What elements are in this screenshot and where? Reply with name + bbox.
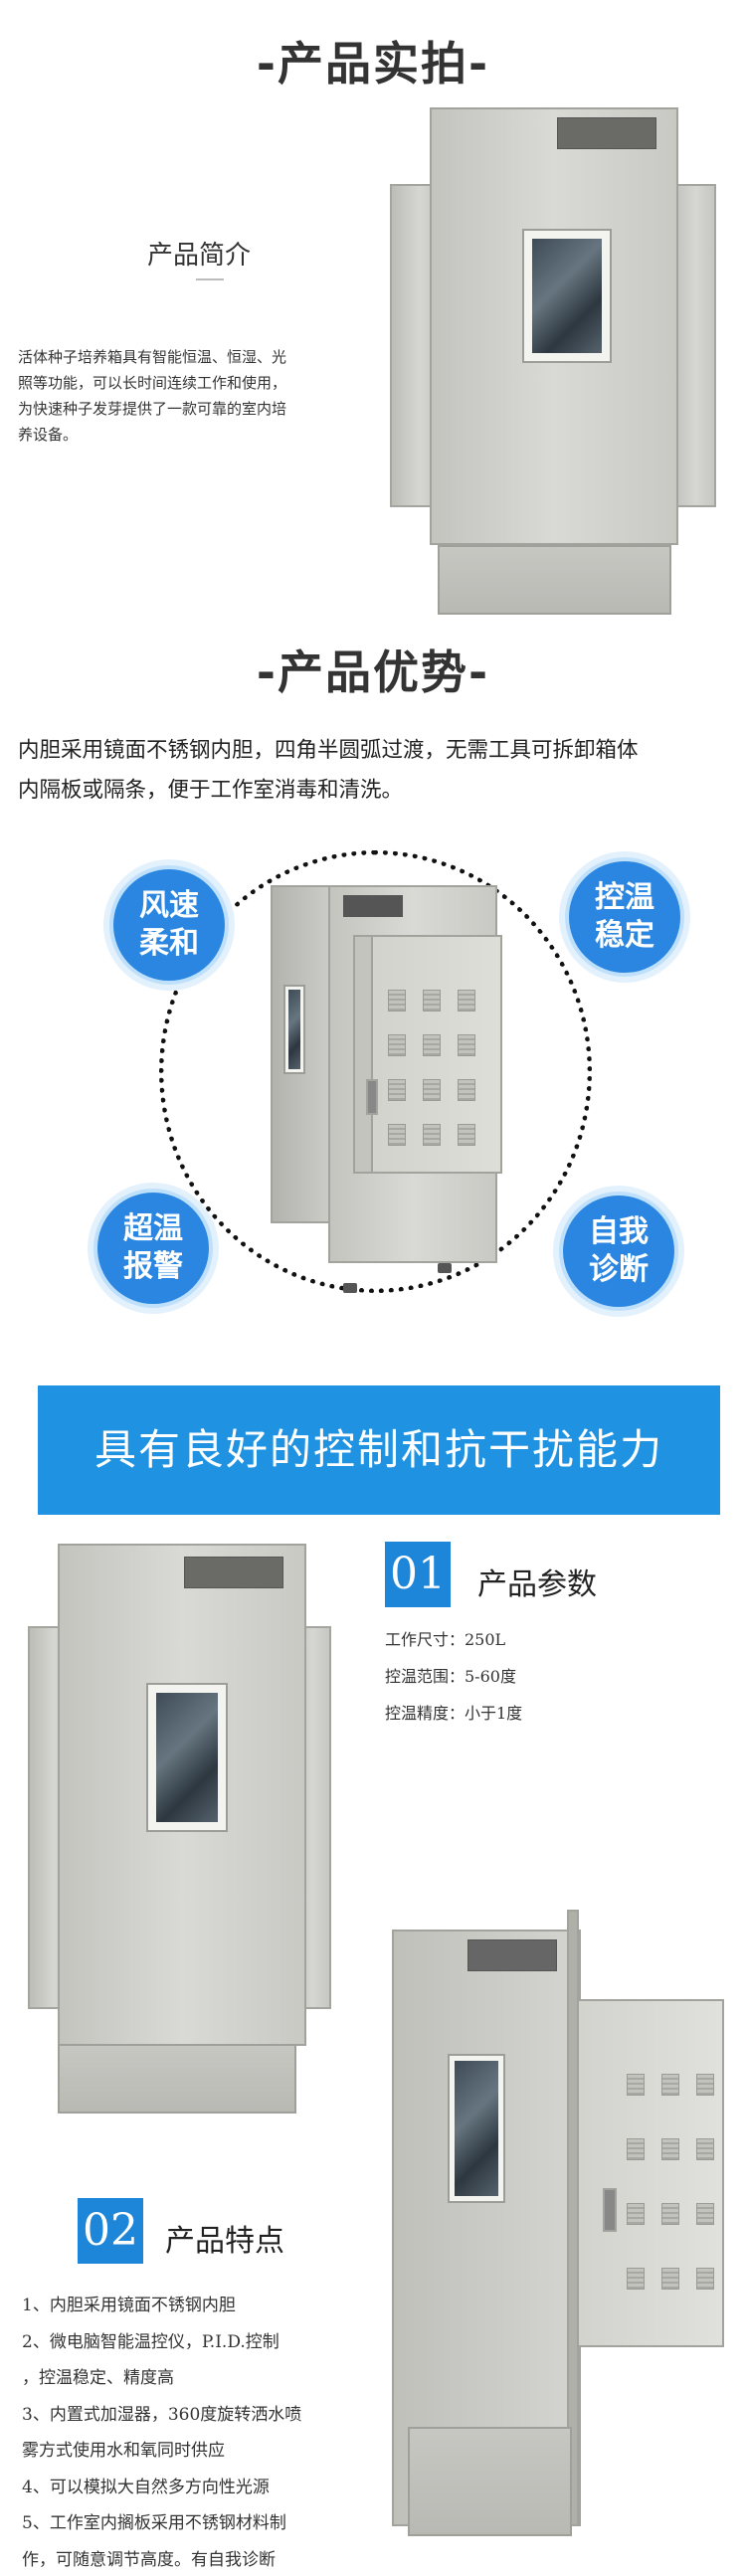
params-title: 产品参数 [477,1567,597,1602]
intro-line: 为快速种子发芽提供了一款可靠的室内培 [18,400,287,418]
features-line: 5、工作室内搁板采用不锈钢材料制 [22,2513,286,2533]
bubble-text: 控温 [595,880,654,915]
features-line: 雾方式使用水和氧同时供应 [22,2441,225,2461]
features-line: ，控温稳定、精度高 [22,2368,174,2388]
photo-section-heading: -产品实拍- [256,37,490,91]
params-line: 控温精度：小于1度 [385,1704,523,1723]
feature-bubble-wind: 风速 柔和 [109,865,229,985]
intro-title: 产品简介 [146,241,251,271]
params-list: 工作尺寸：250L 控温范围：5-60度 控温精度：小于1度 [385,1621,522,1732]
features-line: 1、内胆采用镜面不锈钢内胆 [22,2296,236,2315]
advantage-line: 内隔板或隔条，便于工作室消毒和清洗。 [18,778,404,803]
features-line: 2、微电脑智能温控仪，P.I.D.控制 [22,2331,280,2352]
params-line: 工作尺寸：250L [385,1630,506,1649]
advantage-section-heading: -产品优势- [256,645,490,699]
bubble-text: 超温 [123,1211,183,1246]
advantage-description: 内胆采用镜面不锈钢内胆，四角半圆弧过渡，无需工具可拆卸箱体 内隔板或隔条，便于工… [18,731,734,811]
advantage-dotted-ring [159,850,592,1293]
features-number-badge: 02 [78,2198,143,2264]
feature-bubble-temperature: 控温 稳定 [565,857,684,977]
bubble-text: 诊断 [589,1252,649,1287]
features-line: 3、内置式加湿器，360度旋转洒水喷 [22,2404,302,2425]
bubble-text: 风速 [139,888,199,923]
bubble-text: 柔和 [139,926,199,961]
features-list: 1、内胆采用镜面不锈钢内胆 2、微电脑智能温控仪，P.I.D.控制 ，控温稳定、… [22,2288,301,2576]
params-number-badge: 01 [385,1542,451,1607]
params-line: 控温范围：5-60度 [385,1667,516,1686]
features-line: 4、可以模拟大自然多方向性光源 [22,2477,270,2497]
feature-bubble-diagnosis: 自我 诊断 [559,1192,678,1311]
control-ability-banner: 具有良好的控制和抗干扰能力 [38,1385,720,1515]
intro-line: 活体种子培养箱具有智能恒温、恒湿、光 [18,348,287,366]
bubble-text: 自我 [589,1214,649,1249]
advantage-line: 内胆采用镜面不锈钢内胆，四角半圆弧过渡，无需工具可拆卸箱体 [18,738,639,763]
feature-bubble-alarm: 超温 报警 [93,1189,213,1308]
bubble-text: 稳定 [595,918,654,953]
bubble-text: 报警 [123,1249,183,1284]
intro-description: 活体种子培养箱具有智能恒温、恒湿、光 照等功能，可以长时间连续工作和使用， 为快… [18,344,336,448]
intro-line: 养设备。 [18,426,79,444]
features-line: 作，可随意调节高度。有自我诊断 [22,2549,276,2570]
intro-title-underline [196,278,224,280]
features-title: 产品特点 [165,2224,284,2259]
intro-line: 照等功能，可以长时间连续工作和使用， [18,374,287,392]
